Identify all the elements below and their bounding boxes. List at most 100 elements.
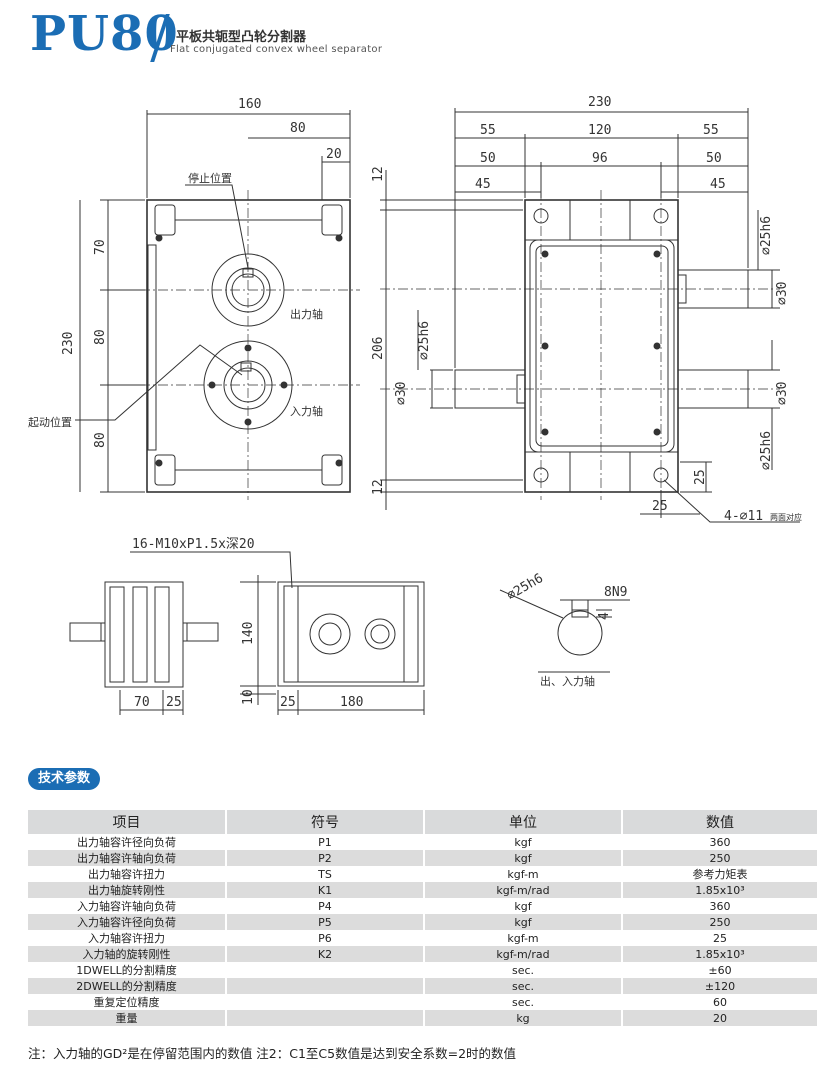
cell-symbol bbox=[226, 978, 425, 994]
cell-unit: kgf-m bbox=[424, 930, 623, 946]
cell-symbol bbox=[226, 1010, 425, 1026]
cell-value: ±60 bbox=[622, 962, 819, 978]
dim-25-bottom-a: 25 bbox=[166, 695, 182, 710]
cell-value: 25 bbox=[622, 930, 819, 946]
cell-value: 参考力矩表 bbox=[622, 866, 819, 882]
cell-unit: sec. bbox=[424, 962, 623, 978]
cell-item: 入力轴容许轴向负荷 bbox=[28, 898, 227, 914]
cell-unit: kgf bbox=[424, 914, 623, 930]
product-title-en: Flat conjugated convex wheel separator bbox=[170, 44, 383, 55]
side-view bbox=[380, 108, 800, 523]
cell-value: 1.85x10³ bbox=[622, 882, 819, 898]
cell-unit: kgf bbox=[424, 834, 623, 850]
dim-80-top: 80 bbox=[290, 121, 306, 136]
shaft-diameter: ⌀25h6 bbox=[505, 571, 546, 604]
cell-unit: kgf bbox=[424, 898, 623, 914]
cell-item: 出力轴容许径向负荷 bbox=[28, 834, 227, 850]
dim-12-bot: 12 bbox=[371, 479, 386, 495]
shaft-section bbox=[499, 589, 630, 673]
table-row: 1DWELL的分割精度 sec.±60 bbox=[28, 962, 819, 978]
dim-phi30-right-bot: ⌀30 bbox=[775, 382, 790, 405]
dim-50-left: 50 bbox=[480, 151, 496, 166]
cell-item: 出力轴旋转刚性 bbox=[28, 882, 227, 898]
label-shaft-section: 出、入力轴 bbox=[540, 674, 595, 688]
cell-value: 360 bbox=[622, 898, 819, 914]
dim-25-bottom-b: 25 bbox=[280, 695, 296, 710]
cell-symbol: K2 bbox=[226, 946, 425, 962]
dim-55-right: 55 bbox=[703, 123, 719, 138]
cell-value: 360 bbox=[622, 834, 819, 850]
technical-drawing: 160 80 20 230 70 80 80 230 55 120 55 50 … bbox=[0, 70, 827, 730]
drawing-canvas: 160 80 20 230 70 80 80 230 55 120 55 50 … bbox=[28, 95, 802, 715]
header-item: 项目 bbox=[28, 810, 227, 834]
dim-45-right: 45 bbox=[710, 177, 726, 192]
cell-unit: kgf-m bbox=[424, 866, 623, 882]
dim-96: 96 bbox=[592, 151, 608, 166]
cell-unit: kgf-m/rad bbox=[424, 946, 623, 962]
cell-unit: kg bbox=[424, 1010, 623, 1026]
dim-80-bot: 80 bbox=[93, 432, 108, 448]
cell-symbol: TS bbox=[226, 866, 425, 882]
cell-value: 250 bbox=[622, 914, 819, 930]
dim-10: 10 bbox=[241, 689, 256, 705]
dim-160: 160 bbox=[238, 97, 261, 112]
cell-item: 入力轴容许径向负荷 bbox=[28, 914, 227, 930]
holes-label: 4-⌀11 bbox=[724, 509, 763, 524]
dim-230-side: 230 bbox=[588, 95, 611, 110]
cell-item: 入力轴的旋转刚性 bbox=[28, 946, 227, 962]
label-start-position: 起动位置 bbox=[28, 415, 72, 429]
cell-unit: sec. bbox=[424, 978, 623, 994]
cell-symbol: P4 bbox=[226, 898, 425, 914]
cell-item: 入力轴容许扭力 bbox=[28, 930, 227, 946]
label-stop-position: 停止位置 bbox=[188, 171, 232, 185]
dim-140: 140 bbox=[241, 622, 256, 645]
cell-value: 60 bbox=[622, 994, 819, 1010]
shaft-key: 8N9 bbox=[604, 585, 627, 600]
cell-symbol bbox=[226, 994, 425, 1010]
dim-25-vertical: 25 bbox=[693, 469, 708, 485]
dim-80-mid: 80 bbox=[93, 329, 108, 345]
tech-params-badge: 技术参数 bbox=[28, 768, 101, 790]
cell-item: 重复定位精度 bbox=[28, 994, 227, 1010]
dim-phi30-left: ⌀30 bbox=[394, 382, 409, 405]
header-value: 数值 bbox=[622, 810, 819, 834]
front-view bbox=[75, 110, 360, 500]
cell-symbol: P5 bbox=[226, 914, 425, 930]
table-row: 2DWELL的分割精度 sec.±120 bbox=[28, 978, 819, 994]
cell-item: 1DWELL的分割精度 bbox=[28, 962, 227, 978]
header-symbol: 符号 bbox=[226, 810, 425, 834]
dim-12-top: 12 bbox=[371, 166, 386, 182]
dim-20: 20 bbox=[326, 147, 342, 162]
cell-unit: kgf bbox=[424, 850, 623, 866]
dim-45-left: 45 bbox=[475, 177, 491, 192]
cell-value: 20 bbox=[622, 1010, 819, 1026]
dim-phi30-right-top: ⌀30 bbox=[775, 282, 790, 305]
dim-phi25h6-right-bot: ⌀25h6 bbox=[759, 431, 774, 470]
dim-25-horizontal: 25 bbox=[652, 499, 668, 514]
cell-unit: kgf-m/rad bbox=[424, 882, 623, 898]
bottom-view-left bbox=[69, 581, 219, 715]
cell-value: ±120 bbox=[622, 978, 819, 994]
cell-item: 出力轴容许扭力 bbox=[28, 866, 227, 882]
page-header: PU80 平板共轭型凸轮分割器 Flat conjugated convex w… bbox=[0, 0, 827, 70]
dim-70: 70 bbox=[93, 239, 108, 255]
cell-item: 出力轴容许轴向负荷 bbox=[28, 850, 227, 866]
dim-50-right: 50 bbox=[706, 151, 722, 166]
product-title-cn: 平板共轭型凸轮分割器 bbox=[176, 30, 307, 45]
dim-120: 120 bbox=[588, 123, 611, 138]
dim-phi25h6-left: ⌀25h6 bbox=[417, 321, 432, 360]
cell-symbol: P1 bbox=[226, 834, 425, 850]
cell-item: 2DWELL的分割精度 bbox=[28, 978, 227, 994]
cell-value: 1.85x10³ bbox=[622, 946, 819, 962]
